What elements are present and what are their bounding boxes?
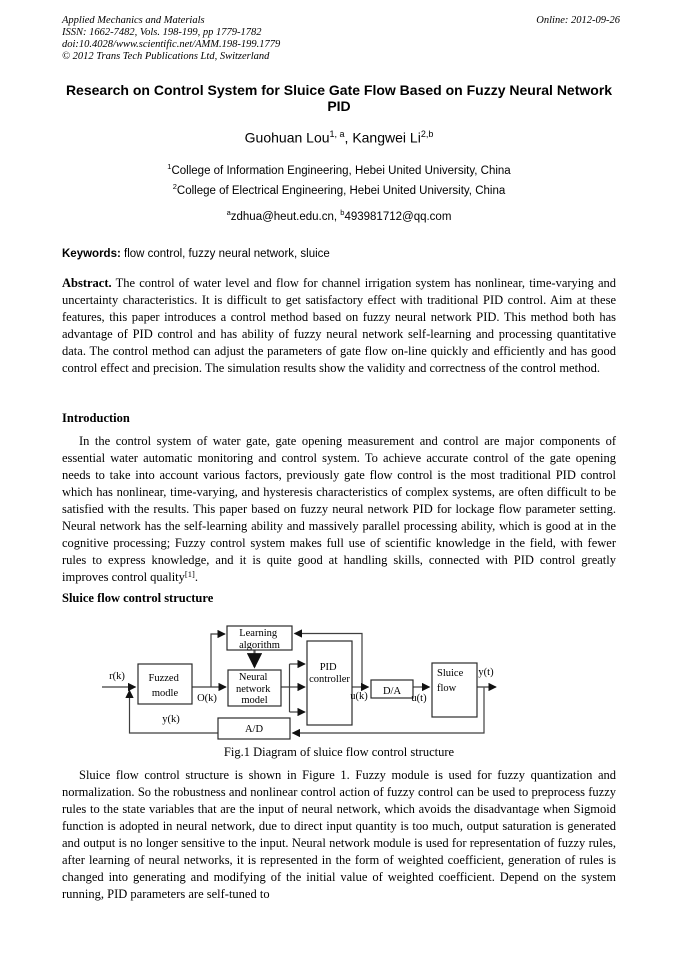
- email-line: azdhua@heut.edu.cn, b493981712@qq.com: [0, 208, 678, 223]
- journal-doi: doi:10.4028/www.scientific.net/AMM.198-1…: [62, 39, 281, 51]
- email-a: zdhua@heut.edu.cn,: [230, 210, 338, 223]
- affiliation-2: 2College of Electrical Engineering, Hebe…: [0, 182, 678, 197]
- keywords-label: Keywords:: [62, 248, 121, 260]
- wire-feedback-to-input: [125, 689, 218, 734]
- journal-header: Applied Mechanics and Materials ISSN: 16…: [62, 15, 620, 63]
- affiliation-1: 1College of Information Engineering, Heb…: [0, 162, 678, 177]
- affiliation-2-text: College of Electrical Engineering, Hebei…: [176, 184, 506, 197]
- citation-1: [1]: [184, 568, 195, 579]
- wire-neural-output-bus: [281, 664, 291, 712]
- ad-converter-label: A/D: [245, 724, 264, 735]
- wire-ok-to-learning: [210, 629, 226, 687]
- abstract-text: The control of water level and flow for …: [62, 276, 616, 375]
- email-a-superscript: a: [226, 208, 231, 217]
- signal-yk-label: y(k): [162, 714, 180, 725]
- signal-yt-label: y(t): [478, 667, 494, 678]
- fuzzy-module-label: Fuzzed modle: [149, 673, 182, 699]
- introduction-paragraph: In the control system of water gate, gat…: [62, 433, 616, 587]
- neural-network-block: [227, 669, 282, 707]
- ad-converter-block: [217, 717, 291, 740]
- learning-algorithm-block: [226, 625, 293, 651]
- keywords-line: Keywords: flow control, fuzzy neural net…: [62, 248, 616, 260]
- abstract-paragraph: Abstract. The control of water level and…: [62, 275, 616, 377]
- structure-section-paragraph: Sluice flow control structure is shown i…: [62, 768, 616, 901]
- affiliation-2-superscript: 2: [172, 182, 177, 191]
- signal-ut-label: u(t): [411, 693, 427, 704]
- author-1-superscript: 1, a: [329, 129, 345, 139]
- neural-network-label: Neural network model: [236, 672, 273, 706]
- journal-info: Applied Mechanics and Materials ISSN: 16…: [62, 15, 280, 63]
- introduction-period: .: [194, 570, 198, 584]
- affiliation-1-superscript: 1: [167, 162, 172, 171]
- online-date: Online: 2012-09-26: [536, 15, 620, 26]
- da-converter-block: [370, 679, 414, 699]
- structure-section-heading: Sluice flow control structure: [62, 591, 214, 605]
- paper-title: Research on Control System for Sluice Ga…: [65, 82, 613, 114]
- sluice-flow-label: Sluice flow: [437, 668, 466, 694]
- author-2-superscript: 2,b: [420, 129, 434, 139]
- journal-copyright: © 2012 Trans Tech Publications Ltd, Swit…: [62, 51, 270, 63]
- journal-issn: ISSN: 1662-7482, Vols. 198-199, pp 1779-…: [62, 27, 262, 39]
- learning-algorithm-label: Learning algorithm: [239, 628, 280, 651]
- pid-controller-block: [306, 640, 353, 726]
- sluice-flow-block: [431, 662, 478, 718]
- journal-name: Applied Mechanics and Materials: [62, 15, 205, 26]
- abstract-label: Abstract.: [62, 276, 112, 290]
- signal-rk-label: r(k): [109, 671, 125, 682]
- email-b-superscript: b: [340, 208, 345, 217]
- figure-1-diagram: Learning algorithm Fuzzed modle Neural n…: [102, 625, 497, 740]
- wire-output-to-ad: [291, 687, 485, 738]
- affiliation-1-text: College of Information Engineering, Hebe…: [171, 164, 511, 177]
- author-separator: ,: [344, 129, 353, 146]
- signal-ok-label: O(k): [197, 693, 217, 704]
- keywords-text: flow control, fuzzy neural network, slui…: [124, 248, 330, 260]
- introduction-heading: Introduction: [62, 411, 130, 425]
- author-1-name: Guohuan Lou: [244, 129, 330, 146]
- author-line: Guohuan Lou1, a, Kangwei Li2,b: [0, 129, 678, 146]
- email-b: 493981712@qq.com: [344, 210, 452, 223]
- introduction-text: In the control system of water gate, gat…: [62, 434, 616, 584]
- author-2-name: Kangwei Li: [352, 129, 421, 146]
- da-converter-label: D/A: [383, 686, 402, 697]
- figure-1-caption: Fig.1 Diagram of sluice flow control str…: [223, 745, 455, 759]
- wire-uk-to-learning: [293, 629, 363, 687]
- pid-controller-label: PID controller: [309, 662, 350, 685]
- fuzzy-module-block: [137, 663, 193, 705]
- signal-uk-label: u(k): [350, 691, 368, 702]
